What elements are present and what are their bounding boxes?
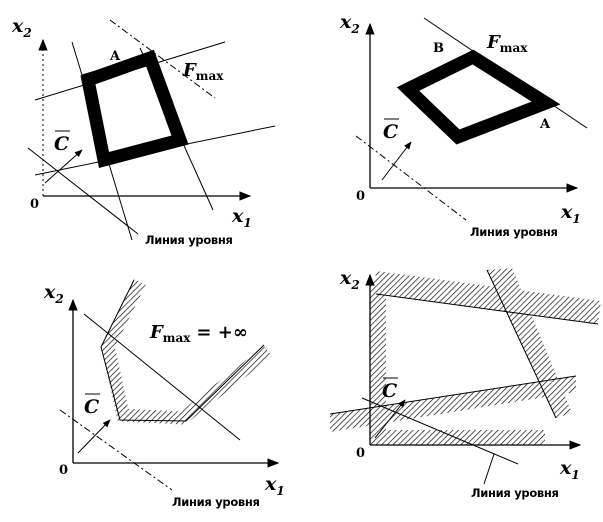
panel-3-region-border [100,279,265,422]
panel-3: x2 x1 0 Fmax= +∞ C Линия уровня [43,279,285,509]
panel-2-fmax-label: Fmax [486,32,528,55]
panel-3-x2-label: x2 [43,281,64,306]
panel-1-point-a: A [109,49,121,64]
panel-2-c-label: C [383,121,398,143]
panel-3-origin: 0 [59,463,68,478]
panel-2-objective-line [423,17,588,129]
panel-4-band-bottom [370,430,545,445]
panel-4-level-pointer [483,453,495,485]
panel-1-x2-label: x2 [11,15,32,40]
panel-1-objective-line [109,19,216,99]
panel-4-line-middle [329,375,577,415]
panel-1-x1-label: x1 [231,205,252,230]
panel-2-x1-label: x1 [560,201,581,226]
panel-3-objective-line [83,313,241,441]
panel-2-x2-label: x2 [339,11,360,36]
panel-4-line-top [375,293,599,325]
panel-4-band-left [370,281,386,445]
panel-2: x2 x1 0 B Fmax A C Линия уровня [339,11,588,239]
panel-1: x2 x1 0 A Fmax C Линия уровня [11,15,276,247]
panel-1-region-border [81,54,187,167]
panel-4-c-label: C [382,380,397,402]
panel-1-level-line [27,147,139,235]
panel-4-origin: 0 [356,446,365,461]
panel-1-origin: 0 [30,197,39,212]
panel-4-line-diagonal [486,269,557,419]
panel-3-c-label: C [84,396,99,418]
panel-2-feasible-region [396,49,561,145]
panel-3-level-label: Линия уровня [172,495,260,509]
panel-4-x1-label: x1 [559,457,580,482]
panel-2-c-vector [381,141,412,181]
panel-3-c-vector [77,419,111,454]
panel-4-c-vector [374,399,406,439]
panel-2-level-label: Линия уровня [470,225,558,239]
panel-3-fmax-label: Fmax= +∞ [149,322,248,345]
panel-1-feasible-region [80,49,189,169]
panel-1-level-label: Линия уровня [145,233,233,247]
panel-2-origin: 0 [356,189,365,204]
panel-4-band-middle [330,376,576,432]
panel-2-point-a: A [539,117,551,132]
panel-2-region-border [402,50,554,143]
panel-4-level-label: Линия уровня [471,486,559,500]
panel-2-point-b: B [433,41,444,56]
panel-4-x2-label: x2 [339,267,360,292]
panel-4-band-top [374,271,601,324]
panel-4-level-line [361,397,519,465]
panel-1-c-label: C [54,133,69,155]
panel-4: x2 x1 0 C Линия уровня [329,267,601,500]
panel-1-fmax-label: Fmax [182,60,224,83]
panel-3-x1-label: x1 [264,473,285,498]
panel-2-level-line [355,135,467,221]
panel-1-optimal-point [146,54,154,62]
panel-1-c-vector [44,149,83,184]
